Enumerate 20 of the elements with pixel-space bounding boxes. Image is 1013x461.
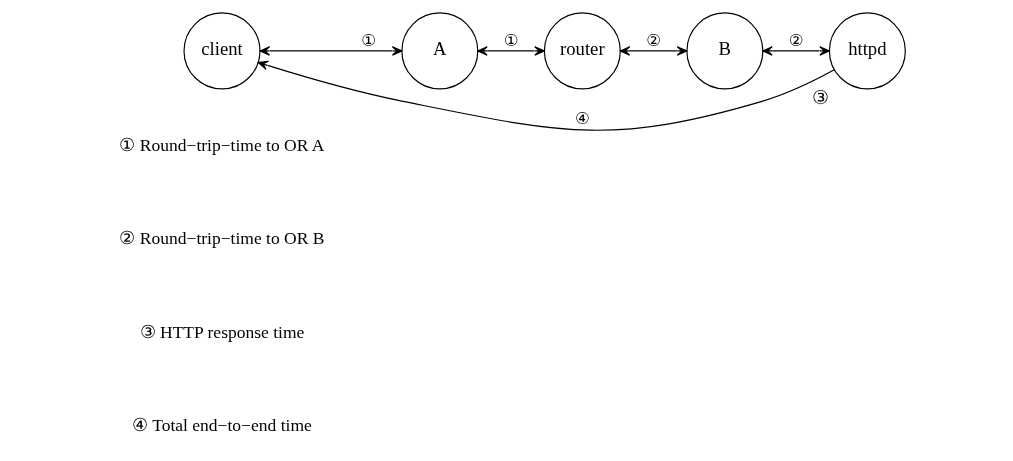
label: ④ Total end−to−end time xyxy=(131,415,312,436)
label: ① Round−trip−time to OR A xyxy=(118,134,325,155)
arrow xyxy=(619,46,687,56)
edge-label: ② xyxy=(645,31,661,51)
label: ② Round−trip−time to OR B xyxy=(118,228,325,249)
edge-label: ④ xyxy=(574,108,590,128)
node-circle: client xyxy=(182,12,261,90)
edge-label: ② xyxy=(788,31,803,51)
node-circle: httpd xyxy=(828,12,906,90)
arrow xyxy=(761,46,830,56)
node-circle: router xyxy=(543,12,621,90)
edge-label: ① xyxy=(360,31,376,51)
node-label: ③ xyxy=(811,86,829,108)
node-circle: B xyxy=(685,12,763,90)
node-circle: A xyxy=(400,12,478,90)
arrow xyxy=(259,46,402,56)
arrow xyxy=(257,60,835,131)
arrow xyxy=(476,46,545,56)
label: ③ HTTP response time xyxy=(139,321,304,342)
edge-label: ① xyxy=(503,31,518,51)
